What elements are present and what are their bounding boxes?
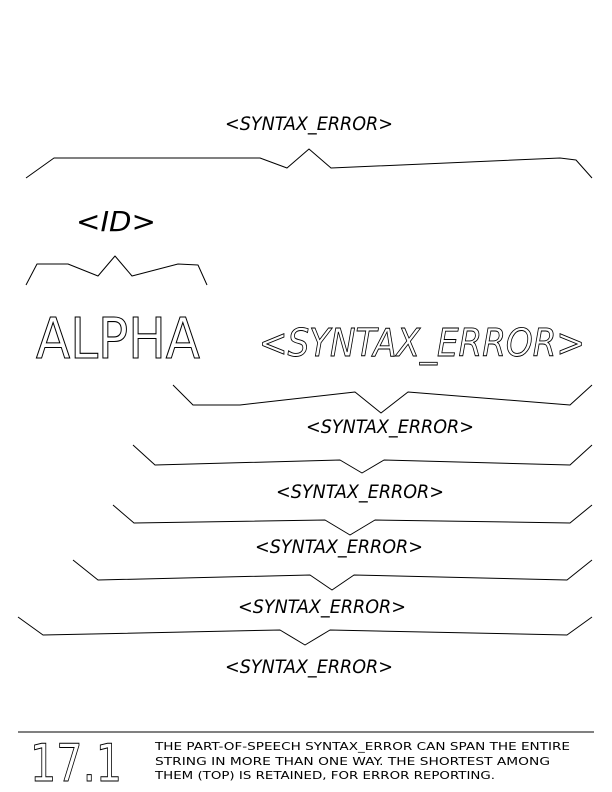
caption-line-1: THE PART-OF-SPEECH SYNTAX_ERROR CAN SPAN…: [154, 741, 570, 753]
nested-brace-1: [172, 384, 593, 414]
nested-syntax-error-label-1: <SYNTAX_ERROR>: [306, 416, 474, 438]
nested-brace-2: [132, 444, 593, 474]
nested-syntax-error-label-4: <SYNTAX_ERROR>: [238, 596, 406, 618]
nested-syntax-error-label-5: <SYNTAX_ERROR>: [225, 656, 393, 678]
nested-brace-4: [72, 559, 593, 591]
id-brace: [25, 255, 208, 286]
top-syntax-error-label: <SYNTAX_ERROR>: [225, 113, 393, 135]
id-label: <ID>: [76, 205, 156, 238]
top-brace: [25, 148, 593, 179]
caption-line-2: STRING IN MORE THAN ONE WAY. THE SHORTES…: [155, 756, 550, 768]
figure-number: 17.1: [30, 734, 122, 792]
nested-syntax-error-label-2: <SYNTAX_ERROR>: [276, 481, 444, 503]
nested-syntax-error-label-3: <SYNTAX_ERROR>: [255, 536, 423, 558]
nested-brace-5: [17, 616, 593, 646]
nested-brace-3: [112, 504, 593, 536]
big-syntax-error-label: <SYNTAX_ERROR>: [259, 321, 585, 365]
caption-line-3: THEM (TOP) IS RETAINED, FOR ERROR REPORT…: [154, 770, 495, 782]
word-alpha: ALPHA: [36, 307, 200, 372]
